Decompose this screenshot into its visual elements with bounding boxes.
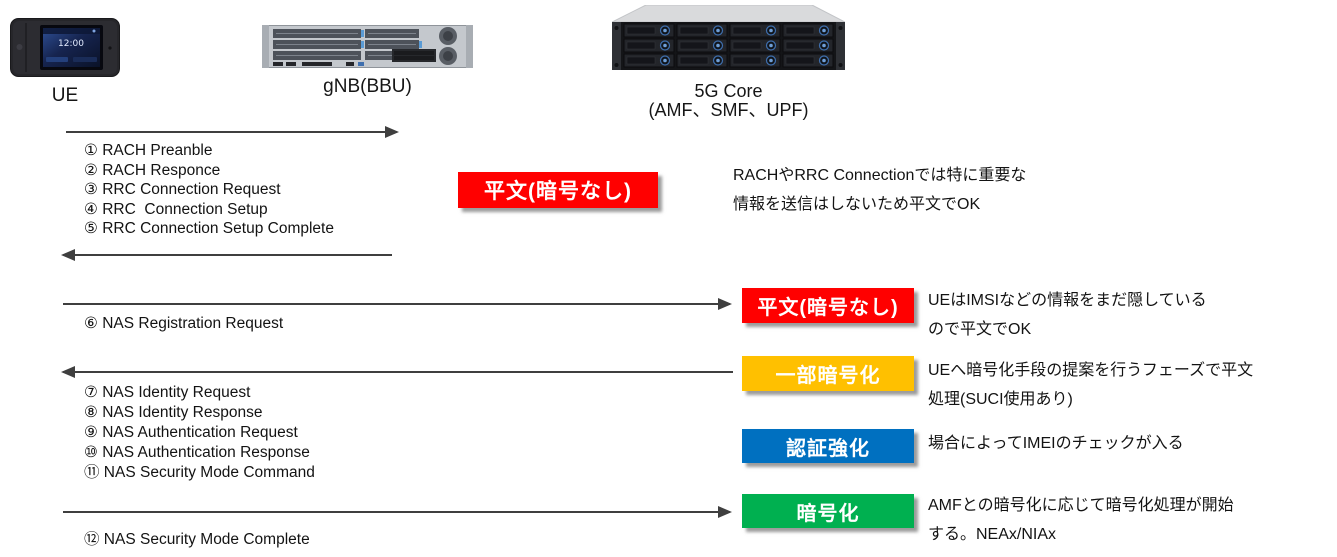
core-device: 5G Core (AMF、SMF、UPF)	[611, 4, 846, 120]
message-item: ⑨ NAS Authentication Request	[84, 424, 298, 441]
badge-auth-strengthening: 認証強化	[742, 429, 914, 463]
arrow-ue-to-core-security-complete	[63, 506, 732, 518]
mobile-router-icon: 12:00	[10, 18, 120, 77]
arrow-ue-to-gnb	[66, 126, 399, 138]
badge-encryption: 暗号化	[742, 494, 914, 528]
message-item: ③ RRC Connection Request	[84, 181, 281, 198]
badge-plaintext-2: 平文(暗号なし)	[742, 288, 914, 323]
message-item: ② RACH Responce	[84, 161, 221, 179]
nas-security-complete-message: ⑫ NAS Security Mode Complete	[84, 531, 310, 548]
core-label: 5G Core	[694, 81, 763, 101]
rach-rrc-message-list: ① RACH Preanble ② RACH Responce ③ RRC Co…	[84, 141, 334, 239]
badge-plaintext-1: 平文(暗号なし)	[458, 172, 658, 208]
server-rear-icon	[262, 25, 473, 68]
gnb-label: gNB(BBU)	[323, 76, 412, 97]
message-item: ④ RRC Connection Setup	[84, 200, 268, 218]
gnb-device: gNB(BBU)	[262, 25, 473, 97]
ue-screen-time: 12:00	[58, 39, 84, 49]
arrow-ue-to-core-registration	[63, 298, 732, 310]
message-item: ① RACH Preanble	[84, 142, 213, 159]
annotation-auth-strengthening: 場合によってIMEIのチェックが入る	[928, 435, 1184, 452]
annotation-plaintext-2: UEはIMSIなどの情報をまだ隠している ので平文でOK	[928, 292, 1207, 338]
nas-registration-message: ⑥ NAS Registration Request	[84, 315, 284, 332]
message-item: ⑩ NAS Authentication Response	[84, 444, 310, 461]
ue-label: UE	[51, 85, 79, 106]
nas-identity-message-list: ⑦ NAS Identity Request ⑧ NAS Identity Re…	[84, 383, 315, 483]
storage-server-icon	[611, 4, 846, 70]
annotation-encryption: AMFとの暗号化に応じて暗号化処理が開始 する。NEAx/NIAx	[928, 497, 1234, 543]
message-item: ⑧ NAS Identity Response	[84, 404, 263, 421]
message-item: ⑤ RRC Connection Setup Complete	[84, 220, 334, 237]
arrow-gnb-to-ue	[61, 249, 392, 261]
arrow-core-to-ue-identity	[61, 366, 733, 378]
badge-partial-encryption: 一部暗号化	[742, 356, 914, 391]
message-item: ⑦ NAS Identity Request	[84, 384, 251, 401]
core-sublabel: (AMF、SMF、UPF)	[648, 100, 809, 120]
annotation-plaintext-1: RACHやRRC Connectionでは特に重要な 情報を送信はしないため平文…	[733, 167, 1027, 213]
annotation-partial-encryption: UEへ暗号化手段の提案を行うフェーズで平文 処理(SUCI使用あり)	[928, 362, 1254, 408]
message-item: ⑪ NAS Security Mode Command	[84, 464, 315, 481]
ue-device: 12:00 UE	[10, 18, 120, 106]
